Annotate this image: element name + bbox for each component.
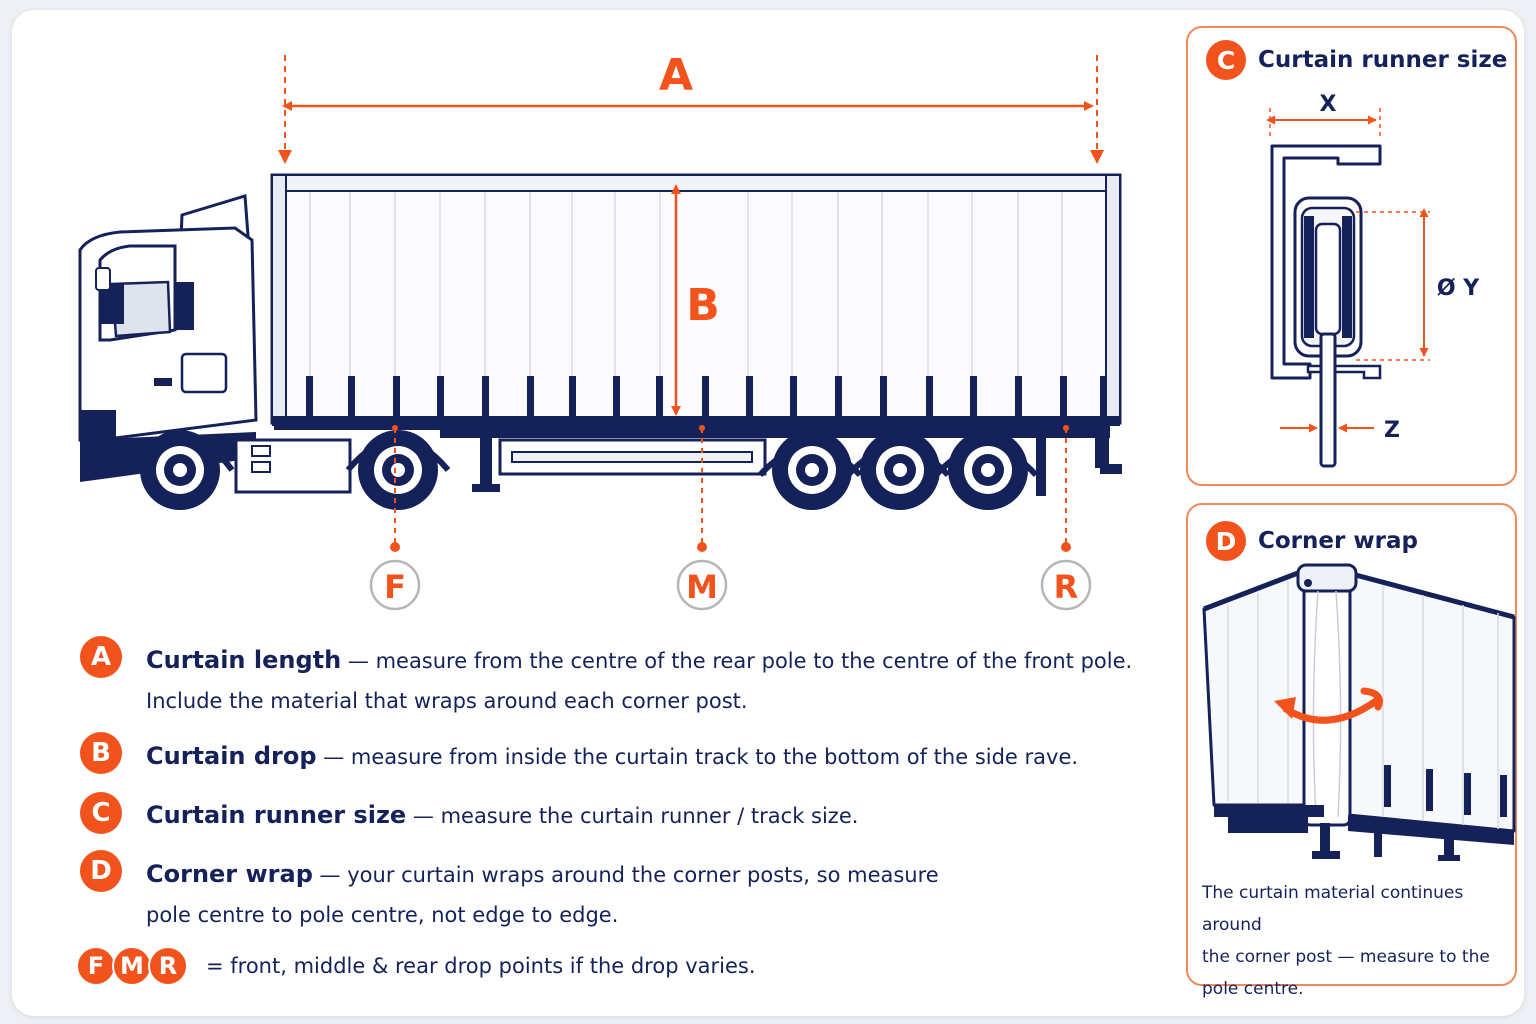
badge-d-legend: D <box>80 850 122 892</box>
legend-desc: your curtain wraps around the corner pos… <box>347 863 939 887</box>
wheels <box>140 430 1028 510</box>
badge-r: R <box>148 946 188 986</box>
fmr-note: F M R = front, middle & rear drop points… <box>76 946 756 986</box>
legend-desc: measure from the centre of the rear pole… <box>375 649 1133 673</box>
legend-term: Curtain length <box>146 646 342 674</box>
curtain-runner-panel: C Curtain runner size X Ø <box>1186 26 1517 486</box>
legend-text-b: Curtain drop — measure from inside the c… <box>146 736 1078 777</box>
badge-c-legend: C <box>80 792 122 834</box>
drop-point-r-circle <box>1040 559 1092 611</box>
legend-separator: — <box>341 649 376 673</box>
curtain-runner-panel-title: Curtain runner size <box>1258 47 1508 73</box>
dimension-a: A <box>278 50 1104 164</box>
legend-item-b: B <box>80 732 122 774</box>
drop-point-m-label: M <box>686 568 718 606</box>
badge-c: C <box>1206 40 1246 80</box>
label-z: Z <box>1384 418 1400 443</box>
truck-diagram: A <box>78 50 1122 611</box>
legend-item-c: C <box>80 792 122 834</box>
legend-separator: — <box>316 745 351 769</box>
drop-points: F M R <box>369 425 1092 611</box>
legend-text-d: Corner wrap — your curtain wraps around … <box>146 854 939 935</box>
corner-wrap-caption-line: The curtain material continues around <box>1202 883 1464 935</box>
dimension-b: B <box>671 184 720 416</box>
legend-term: Curtain runner size <box>146 801 407 829</box>
badge-a: A <box>80 636 122 678</box>
badge-m: M <box>112 946 152 986</box>
badge-f: F <box>76 946 116 986</box>
fmr-note-text: = front, middle & rear drop points if th… <box>206 954 756 978</box>
legend-separator: — <box>312 863 348 887</box>
drop-point-f-circle <box>369 559 421 611</box>
label-x: X <box>1320 92 1337 117</box>
legend-item-d: D <box>80 850 122 892</box>
truck-cab <box>78 194 474 494</box>
corner-wrap-drawing <box>1202 563 1516 861</box>
legend-desc: measure from inside the curtain track to… <box>350 745 1079 769</box>
legend-desc: pole centre to pole centre, not edge to … <box>146 903 619 927</box>
legend-desc: Include the material that wraps around e… <box>146 689 748 713</box>
dimension-b-label: B <box>686 280 720 331</box>
drop-point-r-label: R <box>1054 568 1079 606</box>
curtain-runner-panel-header: C Curtain runner size <box>1206 40 1507 80</box>
corner-wrap-panel-title: Corner wrap <box>1258 528 1418 554</box>
label-y: Ø Y <box>1437 276 1480 301</box>
corner-wrap-caption: The curtain material continues around th… <box>1202 877 1512 1005</box>
corner-wrap-caption-line: the corner post — measure to the <box>1202 947 1490 967</box>
legend-separator: — <box>406 804 441 828</box>
legend-desc: measure the curtain runner / track size. <box>440 804 859 828</box>
badge-b: B <box>80 732 122 774</box>
badge-d: D <box>1206 521 1246 561</box>
drop-point-f-label: F <box>384 568 406 606</box>
corner-wrap-caption-line: pole centre. <box>1202 979 1304 999</box>
corner-wrap-panel-header: D Corner wrap <box>1206 521 1418 561</box>
trailer-body <box>270 173 1122 496</box>
legend-term: Corner wrap <box>146 860 313 888</box>
legend-term: Curtain drop <box>146 742 317 770</box>
legend-text-a: Curtain length — measure from the centre… <box>146 640 1132 721</box>
drop-point-m-circle <box>676 559 728 611</box>
curtain-runner-drawing: X Ø Y Z <box>1266 92 1480 468</box>
legend-item-a: A <box>80 636 122 678</box>
dimension-a-label: A <box>659 50 693 101</box>
legend-text-c: Curtain runner size — measure the curtai… <box>146 795 858 836</box>
corner-wrap-panel: D Corner wrap <box>1186 503 1517 999</box>
